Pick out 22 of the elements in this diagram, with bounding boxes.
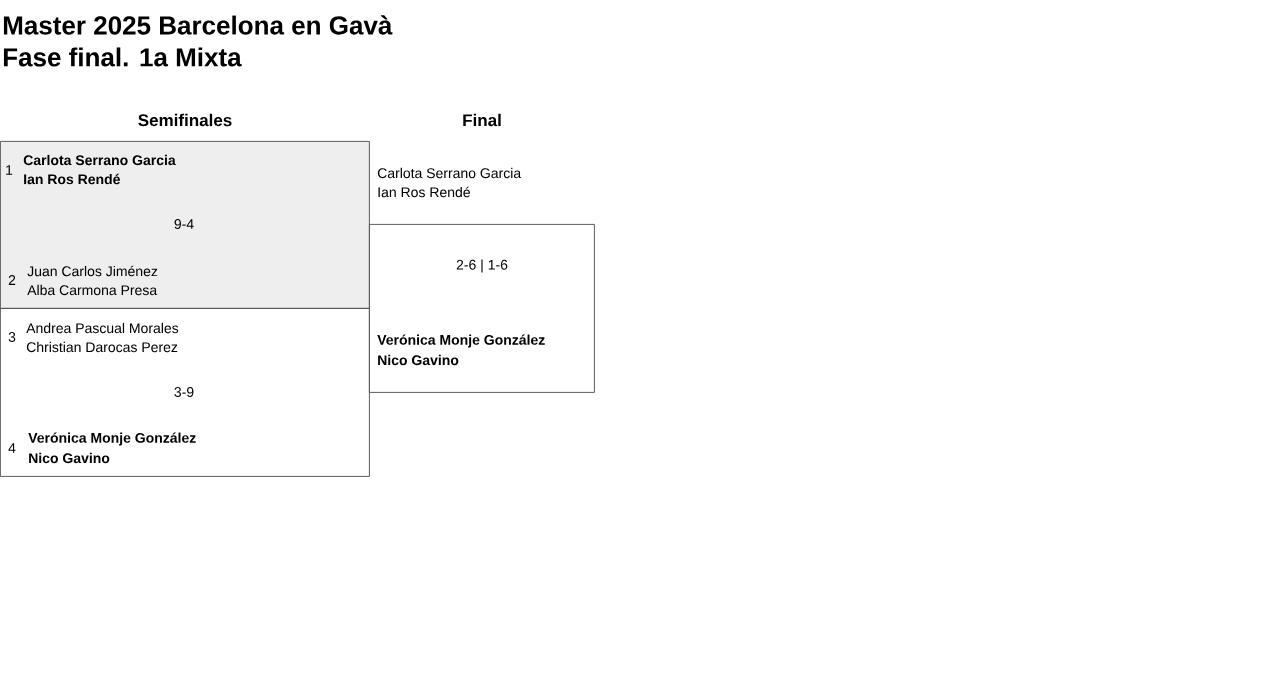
player-name: Carlota Serrano Garcia xyxy=(377,167,522,179)
player-name: Ian Ros Rendé xyxy=(378,186,470,198)
match-score: 9-4 xyxy=(174,219,194,229)
player-name: Verónica Monje González xyxy=(377,334,545,348)
player-name: Andrea Pascual Morales xyxy=(26,322,179,334)
player-name: Juan Carlos Jiménez xyxy=(27,265,158,277)
seed-number: 4 xyxy=(8,443,16,453)
match-score: 3-9 xyxy=(174,387,194,397)
title: Master 2025 Barcelona en Gavà xyxy=(3,15,393,35)
player-name: Alba Carmona Presa xyxy=(27,284,158,296)
player-name: Christian Darocas Perez xyxy=(26,341,178,353)
player-name: Carlota Serrano Garcia xyxy=(23,154,176,166)
player-name: Nico Gavino xyxy=(29,452,110,464)
seed-number: 3 xyxy=(8,332,16,342)
subtitle: Fase final. 1a Mixta xyxy=(3,47,242,67)
seed-number: 2 xyxy=(8,275,16,285)
round-heading: Final xyxy=(463,113,501,127)
player-name: Ian Ros Rendé xyxy=(24,173,120,185)
player-name: Nico Gavino xyxy=(378,354,459,366)
player-name: Verónica Monje González xyxy=(28,432,196,446)
match-score: 2-6 | 1-6 xyxy=(456,259,508,273)
seed-number: 1 xyxy=(6,165,13,175)
